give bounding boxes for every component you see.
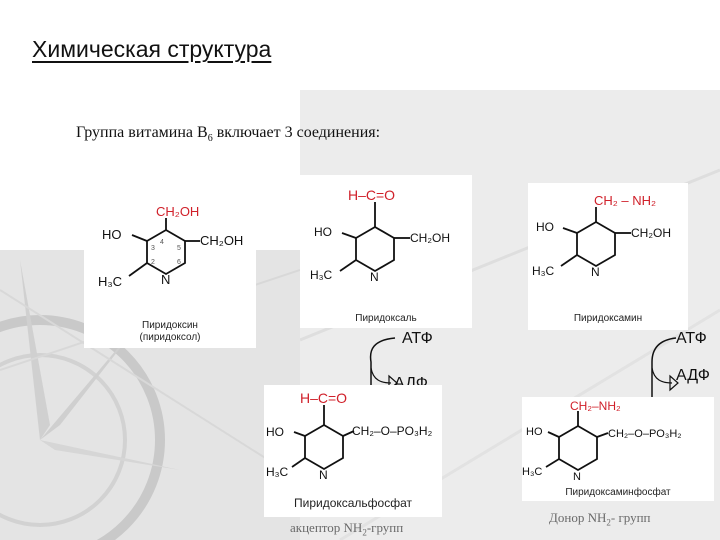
svg-text:5: 5 [177,245,181,252]
pyridoxal-phosphate-structure: H–C=O CH₂–O–PO₃H₂ HO H₃C N Пиридоксальфо… [264,385,442,517]
nh2-donor-note: Донор NH2- групп [549,510,651,528]
svg-text:H₃C: H₃C [532,264,555,278]
svg-text:N: N [573,471,581,483]
svg-text:N: N [591,265,600,279]
svg-text:H–C=O: H–C=O [348,187,395,203]
svg-text:H₃C: H₃C [98,274,122,289]
svg-text:N: N [319,468,328,482]
svg-text:N: N [370,270,379,284]
right-atp-label: АТФ [676,330,707,347]
svg-text:CH₂–O–PO₃H₂: CH₂–O–PO₃H₂ [608,428,682,440]
svg-text:HO: HO [102,227,122,242]
pyridoxine-structure: CH₂OH CH₂OH HO H₃C N 4 5 6 3 2 Пиридокси… [84,190,256,348]
pyridoxal-name: Пиридоксаль [355,313,417,324]
svg-text:CH₂–NH₂: CH₂–NH₂ [570,399,621,413]
svg-text:HO: HO [536,220,554,234]
svg-text:HO: HO [526,426,543,438]
pyridoxamine-phosphate-name: Пиридоксаминфосфат [565,487,671,498]
svg-text:2: 2 [151,259,155,266]
svg-text:H₃C: H₃C [310,268,333,282]
page-title: Химическая структура [32,36,272,62]
subtitle: Группа витамина В6 включает 3 соединения… [76,124,381,145]
pyridoxamine-name: Пиридоксамин [573,313,643,324]
svg-text:6: 6 [177,259,181,266]
svg-text:CH₂OH: CH₂OH [156,204,199,219]
right-adp-label: АДФ [676,367,710,384]
pyridoxamine-structure: CH₂ – NH₂ CH₂OH HO H₃C N Пиридоксамин [528,183,688,330]
svg-text:HO: HO [314,225,332,239]
svg-text:4: 4 [160,239,164,246]
nh2-acceptor-note: акцептор NH2-групп [290,520,404,538]
svg-text:HO: HO [266,425,284,439]
pyridoxine-name: Пиридоксин [142,320,198,331]
svg-text:CH₂–O–PO₃H₂: CH₂–O–PO₃H₂ [352,424,433,438]
svg-text:3: 3 [151,245,155,252]
svg-text:CH₂OH: CH₂OH [200,233,243,248]
pyridoxine-alt-name: (пиридоксол) [139,332,201,343]
svg-text:CH₂OH: CH₂OH [631,226,671,240]
pyridoxamine-phosphate-structure: CH₂–NH₂ CH₂–O–PO₃H₂ HO H₃C N Пиридоксами… [522,397,714,501]
svg-text:CH₂ – NH₂: CH₂ – NH₂ [594,193,656,208]
svg-text:H–C=O: H–C=O [300,390,347,406]
svg-text:H₃C: H₃C [522,466,542,478]
left-atp-label: АТФ [402,330,433,347]
svg-text:H₃C: H₃C [266,465,289,479]
svg-text:CH₂OH: CH₂OH [410,231,450,245]
pyridoxal-structure: H–C=O CH₂OH HO H₃C N Пиридоксаль [300,175,472,328]
svg-text:N: N [161,272,170,287]
pyridoxal-phosphate-name: Пиридоксальфосфат [293,496,413,510]
